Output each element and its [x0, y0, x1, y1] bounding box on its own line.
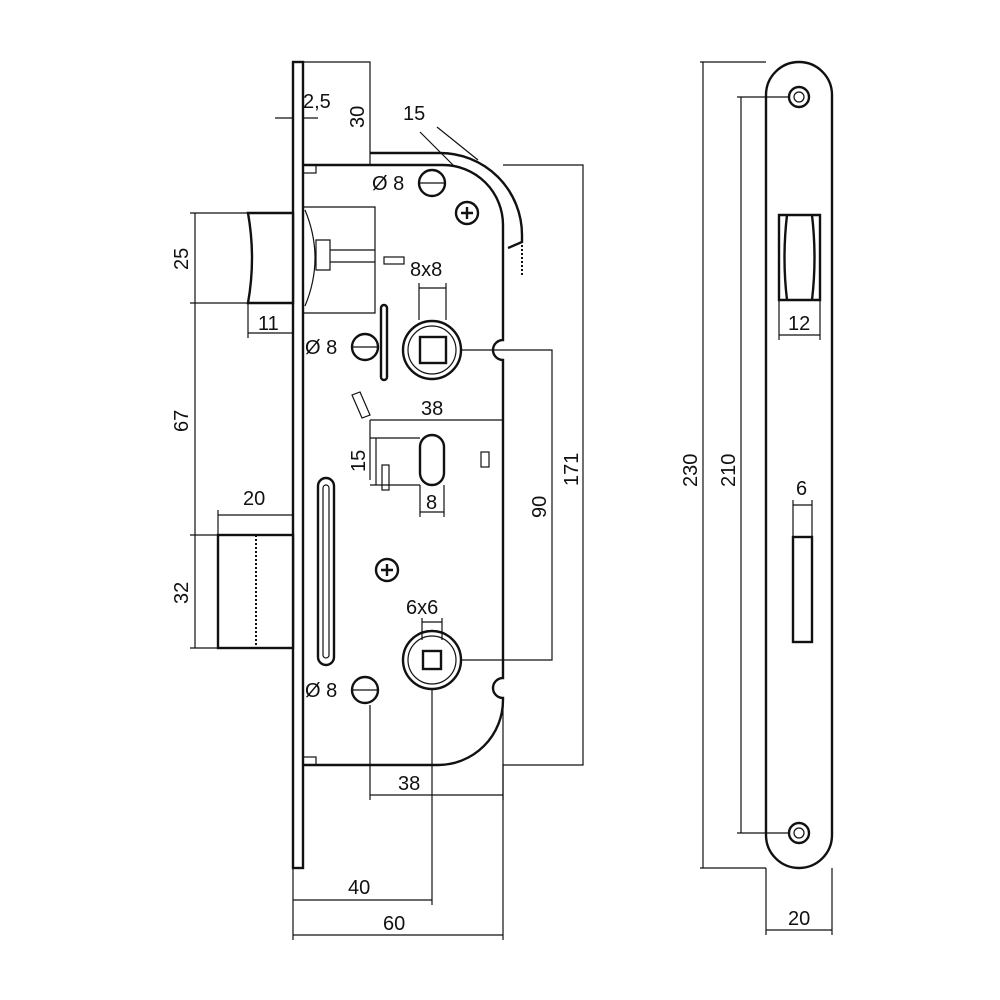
bolt-slot [791, 535, 814, 644]
dim-230: 230 [680, 454, 702, 487]
dim-hole-top: Ø 8 [372, 173, 404, 195]
dim-6: 6 [796, 478, 807, 500]
dim-40: 40 [348, 877, 370, 899]
screw-icon [454, 200, 480, 226]
dim-171: 171 [561, 453, 583, 486]
key-hole [418, 433, 446, 487]
dim-32: 32 [171, 582, 193, 604]
latch-swing-arc [370, 151, 524, 250]
dim-12: 12 [788, 313, 810, 335]
dim-60: 60 [383, 913, 405, 935]
dim-67: 67 [171, 410, 193, 432]
lower-spindle [401, 629, 463, 691]
dim-hole-mid: Ø 8 [305, 337, 337, 359]
dim-11: 11 [258, 313, 279, 335]
case-outline [303, 163, 505, 767]
lock-body [216, 60, 524, 870]
dimension-labels: 2,5 30 15 Ø 8 8x8 Ø 8 Ø 8 25 11 67 20 32… [171, 91, 810, 935]
dim-8x8: 8x8 [410, 259, 442, 281]
dimension-lines [190, 61, 584, 940]
dim-210: 210 [718, 454, 740, 487]
dim-25: 25 [171, 248, 193, 270]
dim-8: 8 [426, 492, 437, 514]
dim-20-strike: 20 [788, 908, 810, 930]
dim-15-radius: 15 [403, 103, 425, 125]
faceplate [291, 60, 305, 870]
dim-hole-bottom: Ø 8 [305, 680, 337, 702]
dim-38-key: 38 [421, 398, 443, 420]
dim-2-5: 2,5 [303, 91, 331, 113]
strike-plate [700, 60, 834, 935]
handle-spindle [401, 319, 463, 381]
latch-slot [777, 213, 822, 302]
dim-90: 90 [529, 496, 551, 518]
screw-icon [374, 557, 400, 583]
dim-15-key: 15 [348, 450, 370, 472]
bolt-slot [316, 476, 336, 667]
latch-bolt [246, 211, 295, 305]
dim-38-lower: 38 [398, 773, 420, 795]
dim-20-bolt: 20 [243, 488, 265, 510]
dim-6x6: 6x6 [406, 597, 438, 619]
dim-30: 30 [347, 106, 369, 128]
